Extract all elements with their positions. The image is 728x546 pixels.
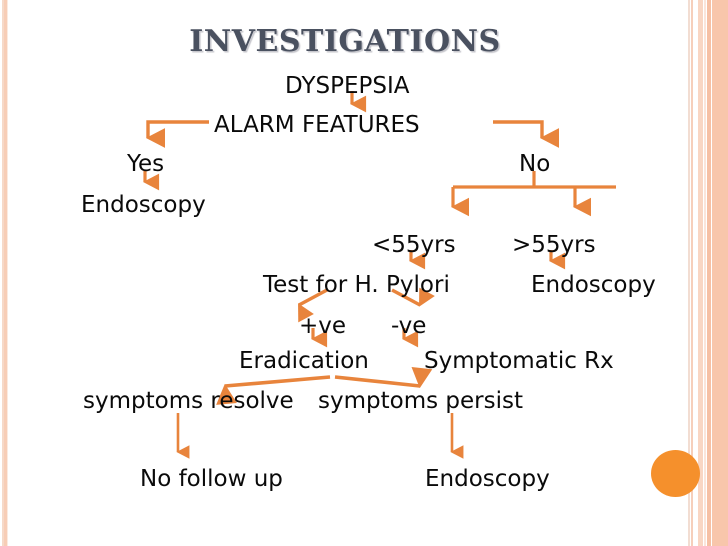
left-stripe-2 — [4, 0, 7, 546]
node-yes: Yes — [127, 151, 165, 177]
node-endoscopy-yes: Endoscopy — [81, 192, 206, 218]
edge-symptomatic-to-persist — [334, 367, 433, 389]
edge-eradication-to-resolve — [216, 375, 331, 405]
node-no: No — [519, 151, 551, 177]
edge-alarm-to-no — [493, 120, 559, 148]
node-eradication: Eradication — [239, 348, 369, 374]
right-stripe-5 — [704, 0, 706, 546]
node-positive: +ve — [299, 313, 347, 339]
edge-alarm-to-yes — [145, 120, 209, 148]
node-no-follow-up: No follow up — [140, 466, 283, 492]
node-negative: -ve — [391, 313, 427, 339]
left-stripe-1 — [2, 0, 4, 546]
node-endoscopy-final: Endoscopy — [425, 466, 550, 492]
node-endoscopy-over-55: Endoscopy — [531, 272, 656, 298]
node-test-h-pylori: Test for H. Pylori — [263, 272, 450, 298]
node-symptoms-resolve: symptoms resolve — [83, 388, 294, 414]
right-stripe-6 — [707, 0, 711, 546]
node-symptomatic-rx: Symptomatic Rx — [424, 348, 614, 374]
page-title: INVESTIGATIONS — [189, 24, 501, 59]
right-stripe-4 — [698, 0, 703, 546]
node-alarm-features: ALARM FEATURES — [214, 112, 420, 138]
node-under-55: <55yrs — [372, 232, 456, 258]
orange-circle-icon — [651, 450, 700, 497]
right-stripe-3 — [695, 0, 697, 546]
left-stripe-3 — [7, 0, 8, 546]
node-dyspepsia: DYSPEPSIA — [285, 73, 410, 99]
node-symptoms-persist: symptoms persist — [318, 388, 523, 414]
right-stripe-7 — [712, 0, 728, 546]
node-over-55: >55yrs — [512, 232, 596, 258]
right-stripe-1 — [688, 0, 690, 546]
right-stripe-2 — [691, 0, 693, 546]
